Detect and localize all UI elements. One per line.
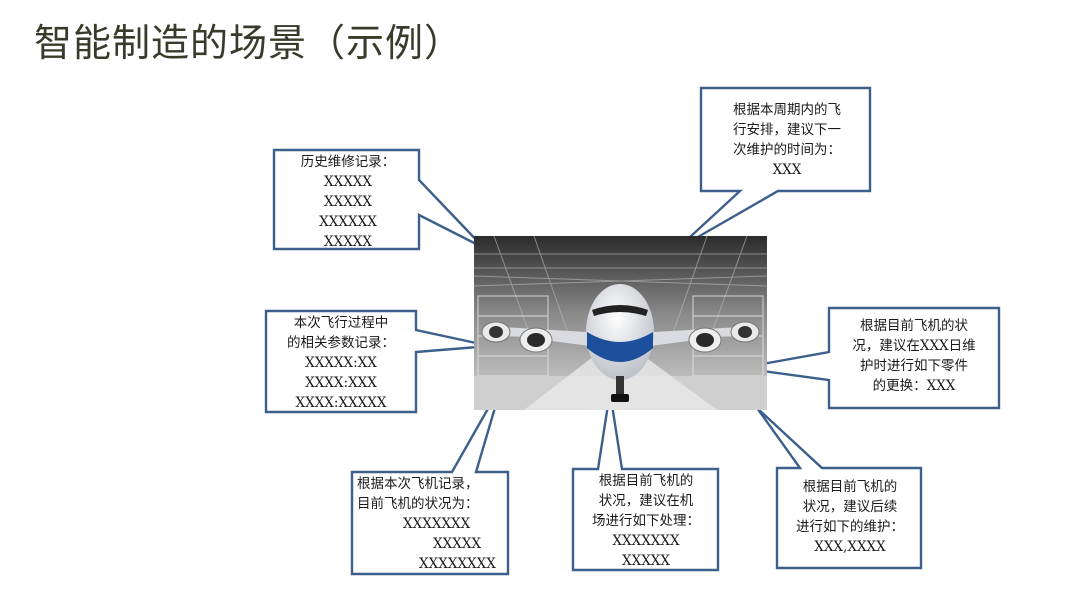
callout-params-line: 的相关参数记录： [268,333,414,353]
callout-schedule-value: XXX [705,160,869,180]
callout-airport-value: XXXXX [575,551,717,571]
callout-current-status: 根据本次飞机记录， 目前飞机的状况为： XXXXXXX XXXXX XXXXXX… [357,474,507,574]
callout-history-heading: 历史维修记录： [278,152,418,172]
callout-status-line: 目前飞机的状况为： [357,494,507,514]
callout-parts-replacement: 根据目前飞机的状 况，建议在XXX日维 护时进行如下零件 的更换：XXX [831,316,997,396]
callout-history-line: XXXXX [278,172,418,192]
callout-history-line: XXXXX [278,192,418,212]
callout-params-value: XXXX:XXXXX [268,393,414,413]
callout-parts-line: 根据目前飞机的状 [831,316,997,336]
callout-status-value: XXXXX [357,534,507,554]
callout-params-value: XXXXX:XX [268,353,414,373]
callout-airport-line: 状况，建议在机 [575,491,717,511]
callout-airport-handling: 根据目前飞机的 状况，建议在机 场进行如下处理： XXXXXXX XXXXX [575,471,717,571]
callout-followup-value: XXX,XXXX [779,537,921,557]
callout-next-maintenance-schedule: 根据本周期内的飞 行安排，建议下一 次维护的时间为： XXX [705,100,869,180]
callout-followup-line: 进行如下的维护： [779,517,921,537]
callout-status-line: 根据本次飞机记录， [357,474,507,494]
callout-history-maintenance: 历史维修记录： XXXXX XXXXX XXXXXX XXXXX [278,152,418,252]
callout-history-line: XXXXX [278,232,418,252]
callout-schedule-line: 根据本周期内的飞 [705,100,869,120]
callout-parts-line: 况，建议在XXX日维 [831,336,997,356]
callout-followup-line: 状况，建议后续 [779,497,921,517]
callout-params-value: XXXX:XXX [268,373,414,393]
callout-history-line: XXXXXX [278,212,418,232]
callout-schedule-line: 次维护的时间为： [705,140,869,160]
callout-parts-line: 的更换：XXX [831,376,997,396]
callout-followup-maintenance: 根据目前飞机的 状况，建议后续 进行如下的维护： XXX,XXXX [779,477,921,557]
callout-followup-line: 根据目前飞机的 [779,477,921,497]
callout-airport-line: 场进行如下处理： [575,511,717,531]
callout-schedule-line: 行安排，建议下一 [705,120,869,140]
callout-parts-line: 护时进行如下零件 [831,356,997,376]
callout-status-value: XXXXXXXX [357,554,507,574]
callout-status-value: XXXXXXX [357,514,507,534]
callout-flight-parameters: 本次飞行过程中 的相关参数记录： XXXXX:XX XXXX:XXX XXXX:… [268,313,414,413]
callout-airport-value: XXXXXXX [575,531,717,551]
callout-airport-line: 根据目前飞机的 [575,471,717,491]
callout-params-line: 本次飞行过程中 [268,313,414,333]
airplane-hangar-image [474,236,767,410]
